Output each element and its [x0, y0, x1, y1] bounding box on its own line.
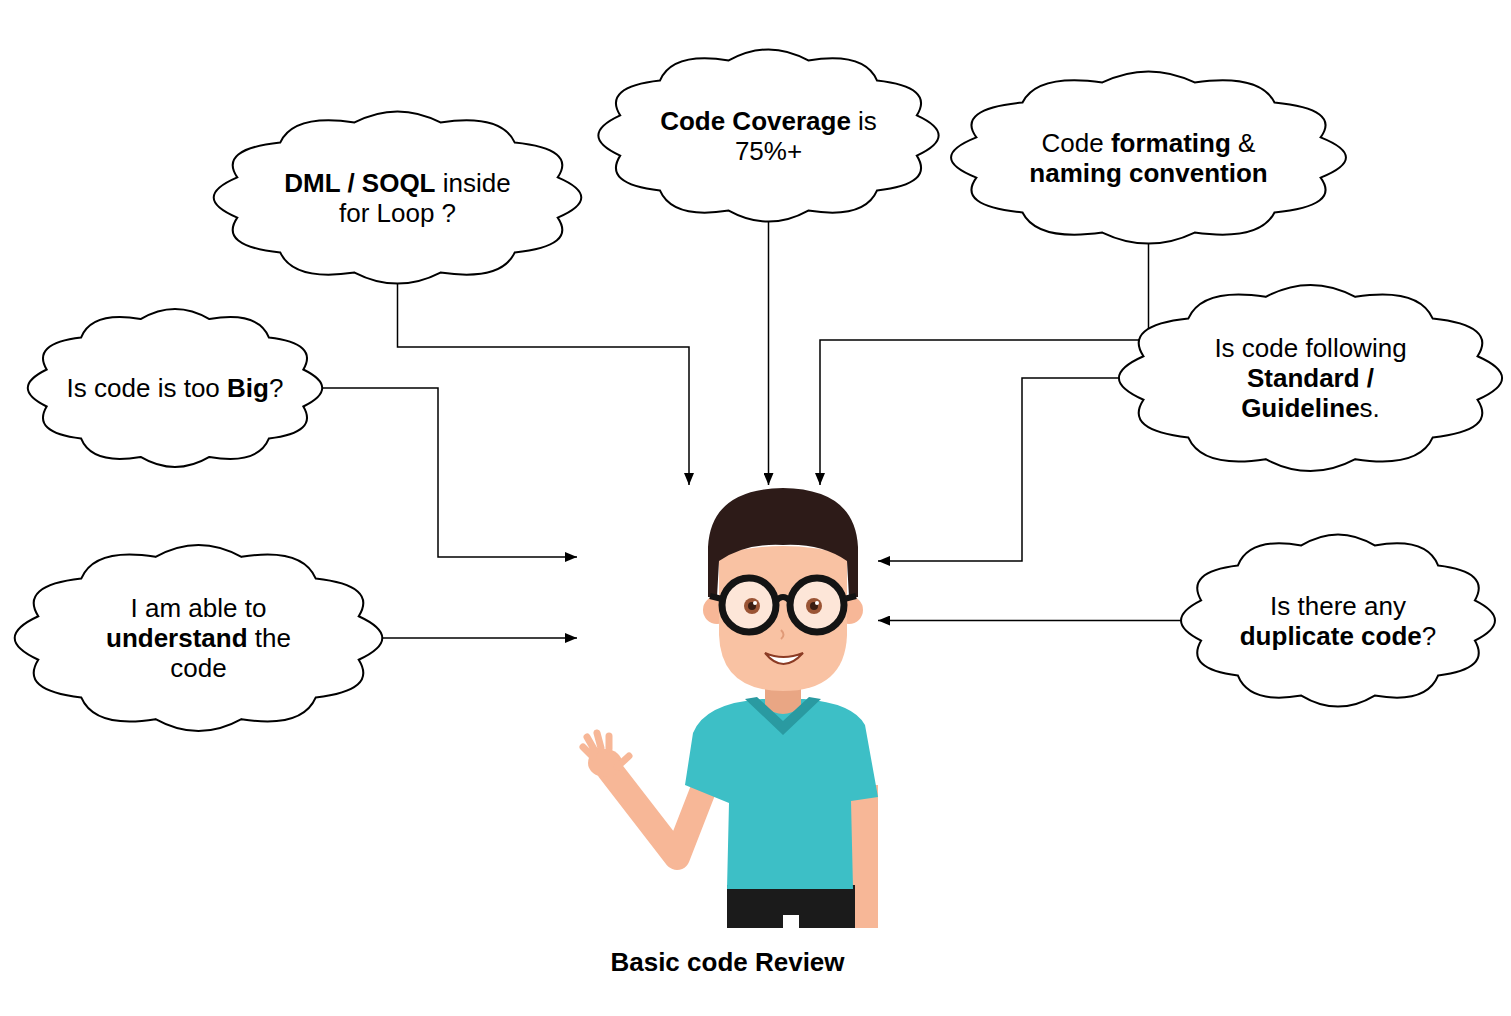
- thought-cloud: I am able to understand the code: [10, 538, 387, 738]
- cloud-outline-path: [1181, 534, 1495, 706]
- connector-arrow: [878, 378, 1119, 561]
- node-text: Is there any duplicate code?: [1233, 591, 1443, 651]
- bold-text: duplicate code: [1240, 621, 1422, 651]
- illustration-part: [783, 915, 799, 928]
- node-text: DML / SOQL inside for Loop ?: [273, 168, 523, 228]
- bold-text: formating: [1111, 128, 1231, 158]
- text-group: I am able to understand the code: [91, 593, 306, 683]
- bold-text: naming convention: [1029, 158, 1267, 188]
- thought-cloud: Code formating & naming convention: [946, 65, 1351, 250]
- illustration-part: [790, 578, 844, 632]
- illustration-part: [815, 601, 819, 605]
- plain-text: I am able to: [131, 593, 267, 623]
- plain-text: &: [1231, 128, 1256, 158]
- connector-arrow: [820, 244, 1149, 485]
- node-text: Is code following Standard / Guidelines.: [1198, 333, 1423, 423]
- bold-text: DML / SOQL: [284, 168, 435, 198]
- illustration-part: [851, 785, 878, 928]
- text-group: Basic code Review: [610, 947, 844, 977]
- node-text: Basic code Review: [610, 947, 844, 977]
- thought-cloud: Is code following Standard / Guidelines.: [1114, 278, 1507, 478]
- cloud-outline-path: [28, 309, 322, 467]
- bold-text: understand: [106, 623, 248, 653]
- connector-arrow: [768, 222, 770, 485]
- text-group: DML / SOQL inside for Loop ?: [273, 168, 523, 228]
- cloud-outline-path: [598, 49, 938, 221]
- text-group: Code formating & naming convention: [1014, 128, 1284, 188]
- thought-cloud: Code Coverage is 75%+: [594, 43, 943, 228]
- node-text: I am able to understand the code: [91, 593, 306, 683]
- plain-text: Is code following: [1214, 333, 1406, 363]
- illustration-part: [748, 602, 756, 610]
- illustration-part: [583, 733, 629, 767]
- illustration-part: [765, 653, 803, 664]
- connector-arrow: [878, 620, 1181, 622]
- plain-text: ?: [269, 373, 283, 403]
- text-group: Is there any duplicate code?: [1233, 591, 1443, 651]
- person-node: Basic code Review: [577, 485, 878, 980]
- connector-arrow: [398, 284, 690, 485]
- cloud-outline-path: [1119, 285, 1502, 471]
- bold-text: Basic code Review: [610, 947, 844, 977]
- illustration-part: [753, 601, 757, 605]
- illustration-part: [776, 597, 790, 601]
- illustration-part: [727, 885, 855, 928]
- illustration-part: [722, 578, 776, 632]
- bold-text: Standard / Guideline: [1241, 363, 1374, 423]
- illustration-part: [810, 602, 818, 610]
- text-group: Code Coverage is 75%+: [654, 106, 884, 166]
- plain-text: s.: [1360, 393, 1380, 423]
- text-group: Is code following Standard / Guidelines.: [1198, 333, 1423, 423]
- person-illustration: [577, 485, 878, 928]
- bold-text: Big: [227, 373, 269, 403]
- illustration-part: [745, 697, 821, 735]
- thought-cloud: DML / SOQL inside for Loop ?: [209, 105, 586, 290]
- plain-text: Code: [1042, 128, 1111, 158]
- connector-arrow: [382, 637, 577, 639]
- illustration-part: [708, 488, 858, 597]
- illustration-part: [710, 596, 856, 599]
- node-text: Code formating & naming convention: [1014, 128, 1284, 188]
- illustration-part: [719, 546, 847, 691]
- plain-text: ?: [1422, 621, 1436, 651]
- cloud-outline-path: [15, 545, 383, 731]
- node-text: Code Coverage is 75%+: [654, 106, 884, 166]
- thought-cloud: Is code is too Big?: [24, 303, 326, 473]
- bold-text: Code Coverage: [660, 106, 851, 136]
- text-group: Is code is too Big?: [67, 373, 284, 403]
- thought-cloud: Is there any duplicate code?: [1177, 528, 1499, 713]
- node-text: Is code is too Big?: [67, 373, 284, 403]
- cloud-outline-path: [951, 71, 1346, 243]
- illustration-part: [806, 598, 822, 614]
- connector-arrow: [322, 388, 577, 557]
- plain-text: Is code is too: [67, 373, 227, 403]
- cloud-outline-path: [214, 111, 582, 283]
- illustration-part: [781, 630, 784, 639]
- plain-text: Is there any: [1270, 591, 1406, 621]
- illustration-part: [744, 598, 760, 614]
